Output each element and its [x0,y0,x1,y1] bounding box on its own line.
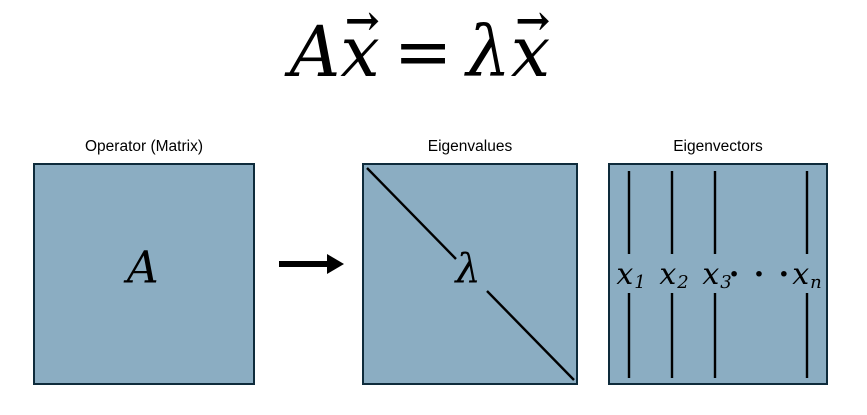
title-equation: Ax→=λx→ [0,0,840,93]
lambda-symbol: λ [455,246,481,292]
eigenvector-column-lines [627,171,809,378]
eigenvalues-box-label: Eigenvalues [427,138,513,155]
equation-lambda: λ [466,11,511,93]
operator-symbol: A [126,242,159,294]
equation-vector-x-rhs: x→ [510,0,551,93]
equation-vector-x-lhs: x→ [340,0,380,93]
vector-arrow-icon: → [344,0,380,45]
operator-matrix-box: A [33,163,255,385]
eigenvector-label-n: xn [792,257,822,294]
eigenvalues-box: λ [362,163,578,385]
eigenvector-label-3: x3 [702,257,732,294]
diagonal-line [366,167,575,381]
maps-to-arrow-icon [279,254,344,274]
eigenvectors-box: x1 x2 x3 · · · xn [608,163,828,385]
equation-operator: A [289,11,341,93]
vector-arrow-icon: → [515,0,551,45]
eigenvector-ellipsis: · · · [728,257,792,292]
eigenvectors-box-label: Eigenvectors [673,138,763,155]
eigenvector-label-2: x2 [659,257,689,294]
operator-box-label: Operator (Matrix) [85,138,203,155]
eigenvector-label-1: x1 [616,257,646,294]
equation-equals: = [393,11,453,93]
